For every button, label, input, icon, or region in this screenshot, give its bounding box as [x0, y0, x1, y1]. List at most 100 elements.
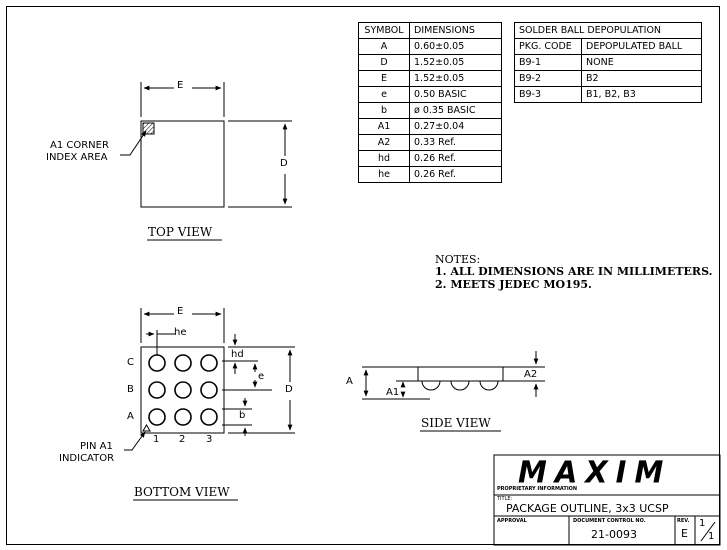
ball-c3 [200, 354, 218, 372]
indicator-label: INDICATOR [59, 453, 115, 464]
package-title: PACKAGE OUTLINE, 3x3 UCSP [506, 502, 669, 515]
row-label-c: C [127, 357, 134, 368]
ball-b3 [200, 381, 218, 399]
dim-b-label: b [239, 410, 246, 421]
note-2: 2. MEETS JEDEC MO195. [435, 278, 592, 291]
index-area-label: INDEX AREA [46, 152, 108, 163]
sheet-number: 1 [699, 518, 706, 529]
ball-a1 [148, 408, 166, 426]
doc-control-number: 21-0093 [591, 528, 637, 541]
approval-label: APPROVAL [497, 518, 527, 524]
ball-a3 [200, 408, 218, 426]
dimensions-header: DIMENSIONS [409, 22, 502, 39]
side-view-body [417, 366, 504, 382]
depop-ball-cell: NONE [581, 54, 702, 71]
pkg-code-cell: B9-2 [514, 70, 582, 87]
value-cell: 0.50 BASIC [409, 86, 502, 103]
dim-a1-label: A1 [386, 387, 400, 398]
value-cell: 0.26 Ref. [409, 150, 502, 167]
symbol-header: SYMBOL [358, 22, 410, 39]
depop-ball-cell: B2 [581, 70, 702, 87]
ball-c1 [148, 354, 166, 372]
title-label: TITLE: [497, 496, 513, 502]
ball-a2 [174, 408, 192, 426]
maxim-logo: MAXIM [518, 454, 672, 490]
symbol-cell: he [358, 166, 410, 183]
side-view-title: SIDE VIEW [421, 416, 491, 430]
top-view-package [140, 120, 225, 208]
symbol-cell: e [358, 86, 410, 103]
bottom-view-dim-e: E [177, 306, 184, 317]
pin-a1-label: PIN A1 [80, 441, 113, 452]
col-label-3: 3 [206, 434, 213, 445]
ball-c2 [174, 354, 192, 372]
dim-pitch-label: e [258, 371, 265, 382]
symbol-cell: D [358, 54, 410, 71]
a1-corner-label: A1 CORNER [50, 140, 109, 151]
bottom-view-dim-d: D [285, 384, 293, 395]
value-cell: 1.52±0.05 [409, 70, 502, 87]
value-cell: 0.27±0.04 [409, 118, 502, 135]
side-ball-1 [421, 380, 441, 391]
dim-he-label: he [174, 327, 187, 338]
pin-a1-indicator [142, 424, 151, 432]
symbol-cell: E [358, 70, 410, 87]
depop-title: SOLDER BALL DEPOPULATION [514, 22, 702, 39]
drawing-border [6, 6, 720, 545]
dim-a-label: A [346, 376, 353, 387]
dim-hd-label: hd [231, 349, 244, 360]
pkg-code-header: PKG. CODE [514, 38, 582, 55]
row-label-b: B [127, 384, 134, 395]
value-cell: ø 0.35 BASIC [409, 102, 502, 119]
top-view-title: TOP VIEW [148, 225, 213, 239]
sheet-total: 1 [708, 531, 715, 542]
symbol-cell: hd [358, 150, 410, 167]
col-label-1: 1 [153, 434, 160, 445]
title-block [493, 454, 721, 546]
symbol-cell: A1 [358, 118, 410, 135]
depop-ball-cell: B1, B2, B3 [581, 86, 702, 103]
symbol-cell: A [358, 38, 410, 55]
row-label-a: A [127, 411, 134, 422]
depopulation-table: SOLDER BALL DEPOPULATION PKG. CODE DEPOP… [514, 22, 702, 103]
symbol-cell: b [358, 102, 410, 119]
depopulated-ball-header: DEPOPULATED BALL [581, 38, 702, 55]
value-cell: 0.26 Ref. [409, 166, 502, 183]
proprietary-label: PROPRIETARY INFORMATION [497, 486, 578, 492]
side-ball-3 [479, 380, 499, 391]
ball-b1 [148, 381, 166, 399]
bottom-view-title: BOTTOM VIEW [134, 485, 230, 499]
rev-label: REV. [677, 518, 690, 524]
value-cell: 0.60±0.05 [409, 38, 502, 55]
dim-a2-label: A2 [524, 369, 538, 380]
top-view-dim-d: D [280, 158, 288, 169]
ball-b2 [174, 381, 192, 399]
a1-corner-index-area [142, 122, 155, 135]
col-label-2: 2 [179, 434, 186, 445]
pkg-code-cell: B9-3 [514, 86, 582, 103]
note-1: 1. ALL DIMENSIONS ARE IN MILLIMETERS. [435, 265, 713, 278]
symbol-cell: A2 [358, 134, 410, 151]
top-view-dim-e: E [177, 80, 184, 91]
notes-title: NOTES: [435, 253, 481, 266]
ball-grid [148, 354, 218, 426]
pkg-code-cell: B9-1 [514, 54, 582, 71]
value-cell: 1.52±0.05 [409, 54, 502, 71]
value-cell: 0.33 Ref. [409, 134, 502, 151]
revision-value: E [681, 527, 688, 540]
side-ball-2 [450, 380, 470, 391]
